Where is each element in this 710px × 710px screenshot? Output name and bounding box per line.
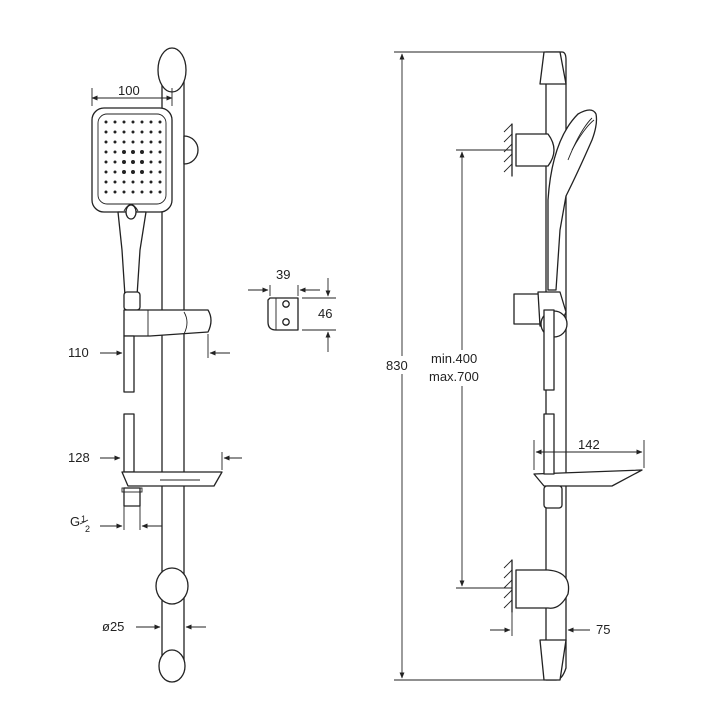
nozzle-dot (149, 140, 153, 144)
hand-shower (91, 107, 173, 297)
nozzle-dot (149, 120, 153, 124)
bottom-wall-bracket (155, 567, 189, 605)
side-hand-shower (547, 109, 598, 291)
nozzle-dot (140, 150, 144, 154)
dim-dish-offset: 128 (68, 450, 90, 465)
nozzle-dot (149, 190, 153, 194)
side-top-mount (515, 133, 555, 167)
nozzle-dot (104, 130, 108, 134)
nozzle-dot (113, 120, 117, 124)
nozzle-dot (140, 190, 144, 194)
svg-text:1: 1 (81, 514, 86, 524)
nozzle-dot (140, 180, 144, 184)
nozzle-dot (131, 130, 135, 134)
nozzle-dot (158, 150, 162, 154)
nozzle-dot (131, 140, 135, 144)
nozzle-dot (104, 180, 108, 184)
nozzle-dot (113, 150, 117, 154)
nozzle-dot (149, 180, 153, 184)
handle-connector (123, 291, 141, 311)
nozzle-dot (140, 140, 144, 144)
nozzle-dot (158, 160, 162, 164)
side-bottom-mount (515, 569, 570, 609)
nozzle-dot (113, 180, 117, 184)
dim-bracket-min: min.400 (431, 351, 477, 366)
dim-bracket-width: 39 (276, 267, 290, 282)
nozzle-dot (104, 120, 108, 124)
nozzle-dot (131, 170, 135, 174)
nozzle-dot (131, 180, 135, 184)
nozzle-dot (140, 130, 144, 134)
dim-thread: G 1 2 (70, 514, 90, 534)
nozzle-dot (158, 140, 162, 144)
side-soap-dish (533, 469, 643, 487)
bottom-cap (158, 649, 186, 683)
nozzle-dot (104, 140, 108, 144)
dim-total-height: 830 (386, 358, 408, 373)
nozzle-dot (158, 180, 162, 184)
dim-wall-offset: 75 (596, 622, 610, 637)
top-wall-bracket (157, 47, 187, 93)
nozzle-dot (131, 160, 135, 164)
dim-bracket-height: 46 (318, 306, 332, 321)
nozzle-dot (122, 180, 126, 184)
nozzle-dot (158, 120, 162, 124)
nozzle-dot (122, 160, 126, 164)
nozzle-dot (149, 150, 153, 154)
nozzle-dot (104, 160, 108, 164)
nozzle-dot (104, 150, 108, 154)
hose-upper (123, 335, 135, 393)
nozzle-dot (113, 140, 117, 144)
side-view: 830 min.400 max.700 142 75 (384, 51, 645, 681)
bracket-detail: 39 46 (248, 267, 336, 352)
front-view: 100 110 128 G 1 2 ø25 (68, 47, 242, 683)
nozzle-dot (140, 120, 144, 124)
nozzle-dot (158, 130, 162, 134)
svg-text:G: G (70, 514, 80, 529)
nozzle-dot (149, 170, 153, 174)
shower-holder (123, 309, 212, 337)
nozzle-dot (122, 150, 126, 154)
nozzle-dot (131, 150, 135, 154)
nozzle-dot (149, 160, 153, 164)
nozzle-dot (140, 170, 144, 174)
nozzle-dot (131, 120, 135, 124)
nozzle-dot (158, 170, 162, 174)
nozzle-dot (158, 190, 162, 194)
nozzle-dot (113, 160, 117, 164)
hose-connector (123, 487, 141, 507)
dim-dish-depth: 142 (578, 437, 600, 452)
nozzle-dot (104, 190, 108, 194)
nozzle-dot (113, 190, 117, 194)
dim-bracket-max: max.700 (429, 369, 479, 384)
nozzle-dot (122, 130, 126, 134)
dim-holder-offset: 110 (68, 345, 89, 360)
hose-lower (123, 413, 135, 473)
svg-text:2: 2 (85, 524, 90, 534)
wall-hatch-bottom (503, 559, 513, 613)
top-connector (183, 135, 199, 165)
nozzle-dot (122, 170, 126, 174)
nozzle-dot (122, 190, 126, 194)
nozzle-dot (113, 130, 117, 134)
dim-head-width: 100 (118, 83, 140, 98)
nozzle-dot (104, 170, 108, 174)
nozzle-dot (122, 140, 126, 144)
nozzle-dot (113, 170, 117, 174)
nozzle-dot (122, 120, 126, 124)
nozzle-dot (149, 130, 153, 134)
dim-rail-diameter: ø25 (102, 619, 124, 634)
nozzle-dot (131, 190, 135, 194)
soap-dish (121, 471, 223, 487)
nozzle-dot (140, 160, 144, 164)
nozzle-grid (104, 120, 162, 194)
